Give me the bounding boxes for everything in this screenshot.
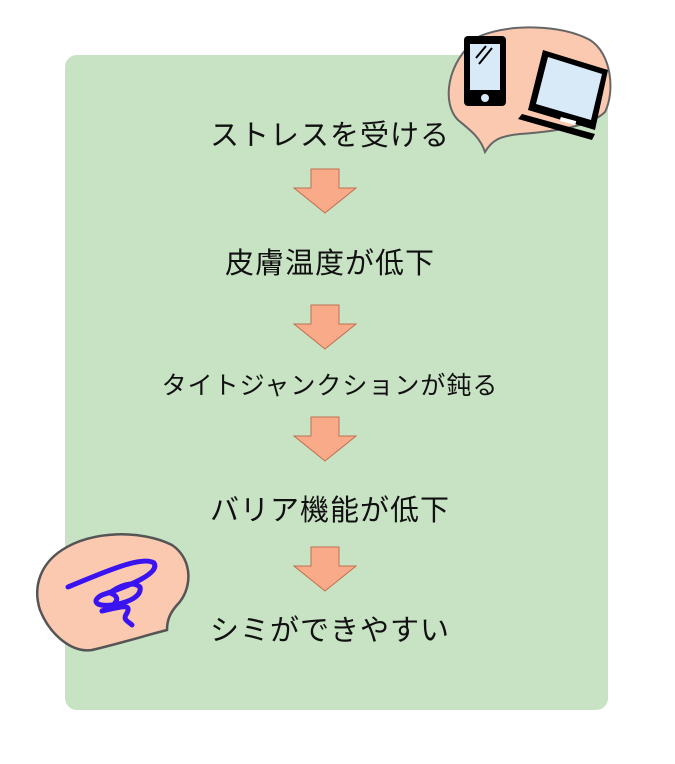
down-arrow-icon bbox=[293, 304, 357, 350]
down-arrow-icon bbox=[293, 546, 357, 592]
step-stress: ストレスを受ける bbox=[209, 118, 450, 152]
step-barrier: バリア機能が低下 bbox=[209, 493, 450, 527]
down-arrow-icon bbox=[293, 416, 357, 462]
down-arrow-icon bbox=[293, 168, 357, 214]
devices-bubble-icon bbox=[447, 26, 612, 155]
step-skin-temperature: 皮膚温度が低下 bbox=[224, 246, 435, 280]
step-tight-junction: タイトジャンクションが鈍る bbox=[161, 371, 499, 400]
laptop-icon bbox=[518, 50, 608, 140]
step-spots: シミができやすい bbox=[209, 613, 450, 647]
scribble-bubble-icon bbox=[35, 533, 190, 652]
